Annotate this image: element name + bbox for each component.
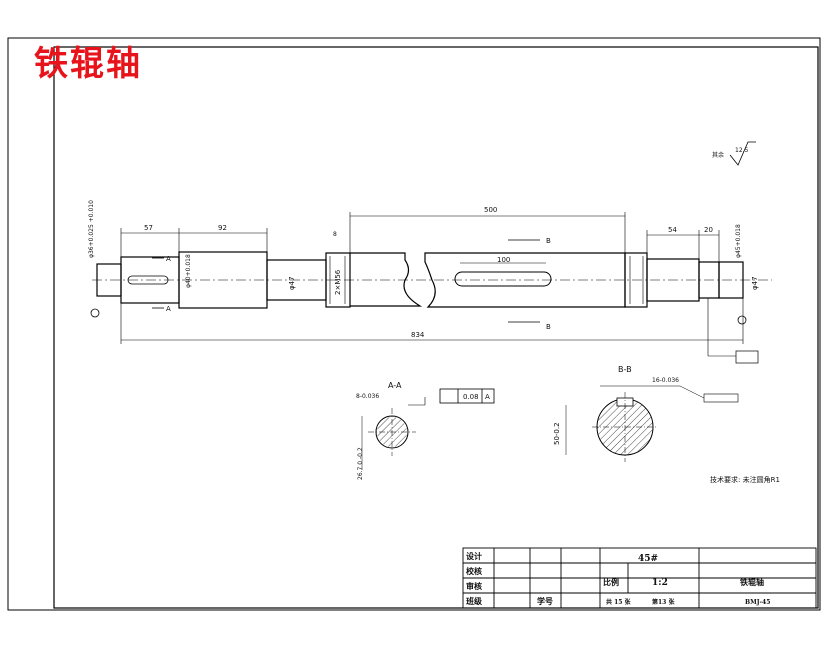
svg-text:其余: 其余 (712, 151, 724, 159)
tb-student-no: 学号 (537, 596, 553, 606)
dim-100: 100 (497, 256, 510, 264)
shaft-outline (96, 251, 744, 309)
dim-2xm56: 2×M56 (334, 269, 342, 295)
keyway-slot-left (127, 275, 169, 285)
dim-phi45: φ45+0.018 (735, 224, 742, 258)
thread-lines (329, 256, 644, 304)
tb-check: 校核 (466, 566, 482, 576)
roughness-symbol: 其余 12.5 (712, 141, 756, 166)
dim-phi40: φ40+0.018 (185, 254, 192, 288)
inner-frame (53, 46, 819, 609)
svg-text:A: A (485, 393, 490, 401)
tb-drawing-no: BMJ-45 (745, 599, 770, 606)
section-bb-title: B-B (618, 365, 632, 374)
outer-frame (7, 37, 821, 611)
section-bb-depth: 50-0.2 (553, 422, 561, 445)
tb-review: 审核 (466, 581, 482, 591)
dim-phi47-left: φ47 (288, 276, 296, 290)
section-b-top: B (546, 237, 551, 245)
svg-text:12.5: 12.5 (735, 147, 749, 154)
drawing-heading: 铁辊轴 (34, 44, 142, 84)
dimension-lines (120, 212, 744, 357)
tb-sheets-total: 共 15 张 (606, 598, 632, 606)
dim-57: 57 (144, 224, 153, 232)
dim-phi47-right: φ47 (751, 276, 759, 290)
tb-class: 班级 (466, 596, 483, 606)
section-a-bottom: A (166, 305, 171, 313)
section-aa-title: A-A (388, 381, 402, 390)
dim-phi36: φ36+0.025 +0.010 (88, 200, 95, 258)
dim-8: 8 (333, 231, 337, 238)
dim-500: 500 (484, 206, 497, 214)
section-a-top: A (166, 255, 171, 263)
section-aa-view (361, 408, 416, 470)
section-bb-width: 16-0.036 (652, 377, 679, 384)
dim-834: 834 (411, 331, 425, 339)
dim-92: 92 (218, 224, 227, 232)
technical-note: 技术要求: 未注圆角R1 (710, 475, 780, 484)
tb-sheet-no: 第13 张 (651, 598, 675, 606)
dim-54: 54 (668, 226, 677, 234)
datum-circle-right (737, 315, 747, 325)
tolerance-frame-right (735, 350, 759, 364)
section-aa-width: 8-0.036 (356, 393, 379, 400)
tb-design: 设计 (466, 551, 482, 561)
svg-text:0.08: 0.08 (463, 393, 479, 401)
tb-scale: 1:2 (652, 578, 668, 588)
section-b-bottom: B (546, 323, 551, 331)
tb-part-name: 铁辊轴 (740, 577, 764, 587)
tolerance-frame-aa: 0.08 A (408, 388, 495, 406)
datum-circle-left (90, 308, 100, 318)
section-bb-view (565, 385, 739, 462)
section-aa-depth: 26.7 0 -0.2 (357, 447, 364, 480)
tb-scale-label: 比例 (603, 577, 619, 587)
section-markers (152, 239, 540, 323)
tb-material: 45# (638, 554, 658, 564)
keyway-slot-middle (454, 271, 552, 287)
dim-20: 20 (704, 226, 713, 234)
title-block (462, 547, 817, 609)
